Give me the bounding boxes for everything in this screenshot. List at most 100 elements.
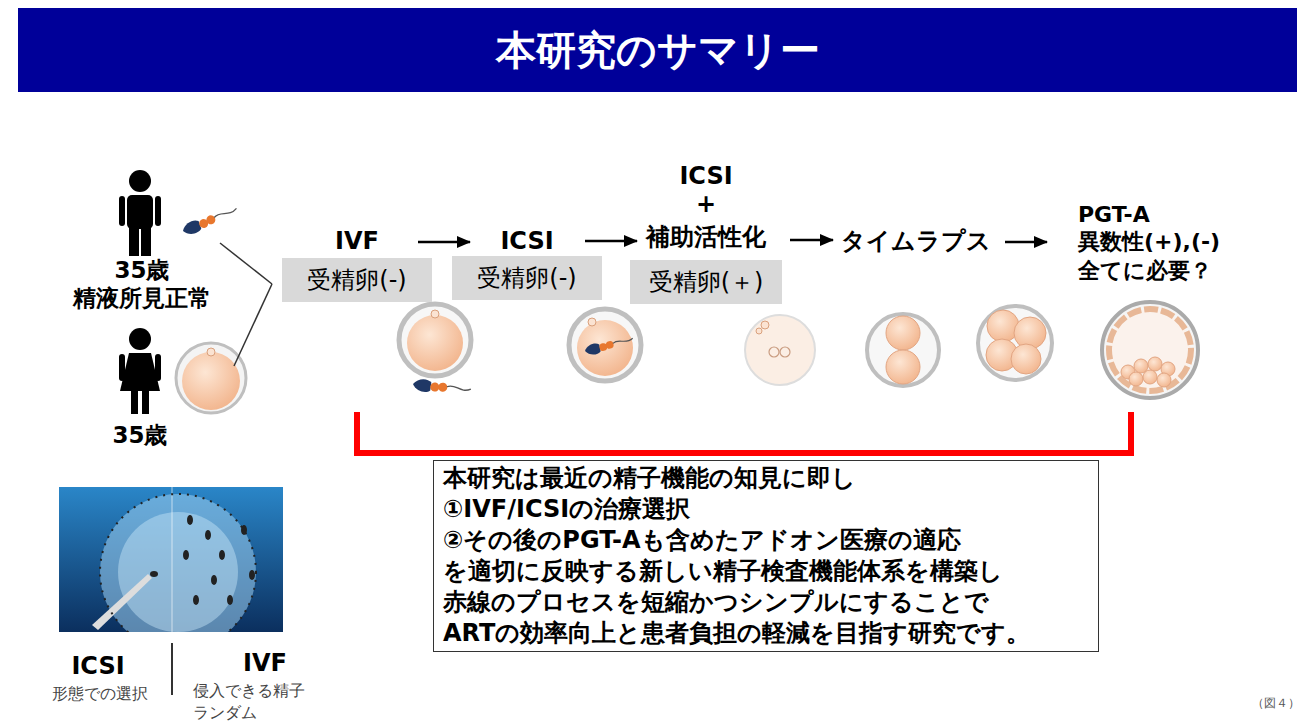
man-icon — [119, 170, 161, 256]
blastomere — [886, 350, 920, 384]
merge-line — [220, 243, 272, 284]
merge-line — [234, 284, 272, 366]
body-line: を適切に反映する新しい精子検査機能体系を構築し — [443, 556, 1089, 587]
step-heading: + — [630, 192, 782, 216]
egg-cell — [407, 315, 463, 371]
sperm-dot — [219, 550, 225, 560]
body-line: ARTの効率向上と患者負担の軽減を目指す研究です。 — [443, 618, 1089, 649]
person-label: 35歳 — [100, 421, 180, 449]
icon-head — [129, 328, 151, 350]
woman-icon — [119, 328, 161, 414]
icon-leg — [129, 226, 139, 256]
body-line: ②その後のPGT-Aも含めたアドオン医療の適応 — [443, 525, 1089, 556]
icon-leg — [131, 389, 138, 414]
icsi-needle — [92, 574, 152, 630]
step-heading: 補助活性化 — [630, 222, 782, 252]
flow-arrow — [1005, 241, 1047, 244]
pronucleus — [769, 347, 779, 357]
embryo-zona — [867, 314, 939, 386]
sperm-dot — [249, 570, 255, 580]
inner-cell-mass — [1121, 357, 1175, 387]
method-label: ICSI — [58, 651, 138, 681]
sperm-dot — [193, 595, 199, 605]
egg-cell — [182, 352, 240, 410]
flow-arrow — [790, 239, 833, 242]
step-heading: ICSI — [630, 162, 782, 190]
step-heading: PGT-A — [1078, 202, 1226, 228]
picture-divider — [172, 487, 173, 632]
divider-line — [171, 643, 173, 695]
sperm-icon — [584, 335, 634, 356]
icon-dress — [120, 353, 160, 391]
method-note: 侵入できる精子 ランダム — [193, 680, 318, 724]
flow-arrow — [418, 241, 470, 244]
title-band: 本研究のサマリー — [18, 8, 1297, 92]
zygote — [745, 315, 815, 385]
polar-body — [588, 318, 596, 326]
oocyte-sphere — [100, 494, 256, 632]
sperm-icon — [181, 205, 240, 237]
icon-arm — [155, 196, 161, 226]
step-heading: タイムラプス — [838, 226, 994, 256]
egg-zona — [176, 343, 246, 413]
body-line: 本研究は最近の精子機能の知見に即し — [443, 463, 1089, 494]
egg-zona — [399, 304, 471, 376]
sperm-dot — [187, 515, 193, 525]
summary-box: 本研究は最近の精子機能の知見に即し①IVF/ICSIの治療選択②その後のPGT-… — [433, 460, 1099, 652]
trophectoderm — [1109, 309, 1191, 391]
title-text: 本研究のサマリー — [18, 8, 1297, 92]
blastocyst-zona — [1102, 302, 1198, 398]
box-label: 受精卵(＋) — [630, 260, 782, 304]
flow-arrow — [585, 240, 637, 243]
fertilization-picture — [59, 487, 283, 632]
box-label: 受精卵(-) — [282, 258, 432, 302]
icon-arm — [155, 354, 161, 381]
method-label: IVF — [225, 648, 305, 678]
blastomere — [1011, 344, 1041, 374]
icon-arm — [119, 196, 125, 226]
process-step: IVF受精卵(-) — [282, 226, 432, 302]
embryo-zona — [978, 306, 1052, 380]
process-step: タイムラプス — [838, 226, 994, 256]
step-heading: 全てに必要？ — [1078, 257, 1226, 285]
polar-body — [207, 348, 215, 356]
process-step: ICSI受精卵(-) — [452, 226, 602, 300]
icon-head — [129, 170, 151, 192]
sperm-dot — [227, 595, 233, 605]
icon-leg — [141, 226, 151, 256]
process-step: ICSI+ 補助活性化受精卵(＋) — [630, 160, 782, 304]
sperm-dot — [150, 571, 158, 577]
pronucleus — [780, 347, 790, 357]
zona-dots — [100, 494, 256, 632]
step-heading: 異数性(+),(-) — [1078, 229, 1226, 255]
sperm-dot — [183, 550, 189, 560]
icon-arm — [119, 354, 125, 381]
red-bracket — [357, 412, 1131, 453]
icm-cell — [1143, 370, 1157, 384]
method-note: 形態での選択 — [40, 683, 160, 705]
step-heading: ICSI — [452, 226, 602, 256]
step-heading: IVF — [282, 226, 432, 256]
polar-body — [756, 328, 762, 334]
body-line: 赤線のプロセスを短縮かつシンプルにすることで — [443, 587, 1089, 618]
sperm-dot — [211, 575, 217, 585]
blastomere — [886, 316, 920, 350]
icm-cell — [1157, 373, 1171, 387]
egg-zona — [569, 309, 641, 381]
sperm-icon — [412, 378, 471, 399]
sperm-dot — [205, 530, 211, 540]
polar-body — [761, 321, 769, 329]
icm-cell — [1129, 372, 1143, 386]
person-label: 35歳 精液所見正常 — [62, 256, 222, 312]
box-label: 受精卵(-) — [452, 256, 602, 300]
body-line: ①IVF/ICSIの治療選択 — [443, 494, 1089, 525]
process-step: PGT-A異数性(+),(-)全てに必要？ — [1078, 202, 1226, 286]
icon-leg — [142, 389, 149, 414]
figure-number: （図４） — [1252, 695, 1308, 711]
icon-body — [127, 195, 153, 229]
polar-body — [431, 310, 439, 318]
icm-cell — [1148, 357, 1162, 371]
oocyte-cytoplasm — [118, 512, 238, 632]
